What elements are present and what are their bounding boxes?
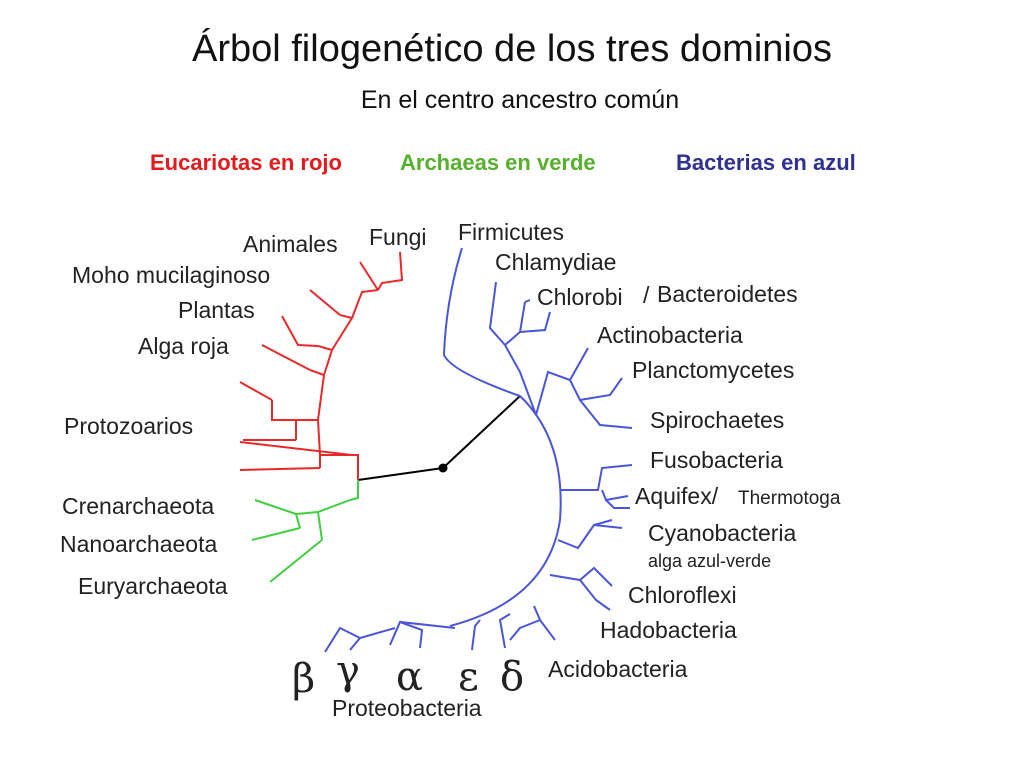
label-epsilon: ε: [458, 654, 479, 700]
label-moho-mucilaginoso: Moho mucilaginoso: [72, 262, 270, 288]
arc-node-a: [316, 499, 351, 541]
label-delta: δ: [500, 654, 524, 700]
euk-node-c: [309, 369, 326, 421]
bac-branch-spirochaetes: [579, 399, 633, 429]
label-plantas: Plantas: [178, 297, 255, 323]
bac-branch-aquifex: [601, 489, 629, 502]
root-to-bacteria-branch: [442, 395, 521, 469]
label-cyanobacteria: Cyanobacteria: [648, 520, 797, 546]
label-alpha: α: [396, 654, 423, 700]
legend-archaea: Archaeas en verde: [400, 150, 596, 175]
label-fusobacteria: Fusobacteria: [650, 447, 783, 473]
bac-branch-epsilon: [471, 619, 481, 651]
label-euryarchaeota: Euryarchaeota: [78, 573, 228, 599]
bacteria-branches: [324, 247, 633, 653]
label-alga-roja: Alga roja: [138, 333, 229, 359]
label-gamma: γ: [336, 648, 360, 694]
euk-branch-protozoa-d: [271, 400, 296, 421]
bac-node-upper: [504, 344, 537, 416]
label-animales: Animales: [243, 231, 338, 257]
label-slash: /: [643, 282, 650, 308]
bac-branch-hadobacteria: [579, 579, 611, 611]
bac-node-cyano: [557, 519, 613, 550]
archaea-labels: Crenarchaeota Nanoarchaeota Euryarchaeot…: [60, 493, 228, 599]
euk-branch-protozoa-a: [239, 441, 353, 456]
archaea-branches: [251, 480, 359, 583]
bacteria-labels: Firmicutes Chlamydiae Chlorobi / Bactero…: [332, 219, 841, 721]
euk-node-d: [317, 345, 334, 376]
label-aquifex: Aquifex/: [635, 483, 719, 509]
euk-node-f: [351, 289, 379, 319]
root-branches: [357, 395, 521, 481]
label-actinobacteria: Actinobacteria: [597, 322, 743, 348]
euk-branch-red-alga: [261, 344, 311, 371]
label-planctomycetes: Planctomycetes: [632, 357, 794, 383]
euk-node-b: [295, 419, 321, 456]
label-acidobacteria: Acidobacteria: [548, 656, 688, 682]
bac-branch-chlamydiae: [488, 281, 506, 346]
bac-node-actino: [535, 370, 571, 416]
page-subtitle: En el centro ancestro común: [360, 86, 680, 114]
euk-branch-protozoa-e: [239, 381, 273, 401]
label-thermotoga: Thermotoga: [738, 488, 841, 509]
bac-branch-actinobacteria: [569, 347, 589, 381]
bac-branch-thermotoga: [605, 499, 630, 509]
label-bacteroidetes: Bacteroidetes: [657, 281, 798, 307]
euk-branch-animals: [359, 261, 379, 291]
bac-branch-acidobacteria-b: [539, 619, 556, 641]
euk-node-e: [331, 314, 354, 351]
label-protozoarios: Protozoarios: [64, 413, 193, 439]
bac-branch-gamma: [349, 627, 396, 651]
eukaryote-labels: Animales Fungi Moho mucilaginoso Plantas…: [64, 224, 427, 439]
label-cyano-note: alga azul-verde: [648, 551, 771, 571]
arc-branch-euryarchaeota: [269, 539, 323, 583]
bac-main-arc-upper: [519, 395, 562, 521]
bac-main-arc-lower: [449, 519, 561, 627]
bac-branch-chlorobi: [524, 299, 531, 303]
bac-branch-beta: [324, 626, 361, 653]
label-firmicutes: Firmicutes: [458, 219, 564, 245]
bac-firmicutes: [442, 247, 521, 397]
legend-bacteria: Bacterias en azul: [676, 150, 856, 175]
euk-branch-plants: [281, 315, 319, 347]
bac-branch-bacteroidetes: [519, 311, 551, 333]
bac-branch-alpha: [399, 621, 424, 649]
bac-branch-delta: [498, 613, 511, 649]
legend-eukaryotes: Eucariotas en rojo: [150, 150, 342, 175]
eukaryote-branches: [239, 251, 404, 480]
arc-node-b: [294, 511, 319, 529]
label-spirochaetes: Spirochaetes: [650, 407, 784, 433]
label-chlamydiae: Chlamydiae: [495, 249, 616, 275]
bac-node-fuso: [560, 464, 633, 491]
common-ancestor-node: [438, 463, 448, 473]
label-chlorobi: Chlorobi: [537, 284, 623, 310]
arc-stem: [349, 480, 359, 501]
label-fungi: Fungi: [369, 224, 427, 250]
euk-branch-protozoa-b: [239, 467, 321, 471]
proteobacteria-class-labels: β γ α ε δ: [292, 648, 524, 702]
euk-stem: [352, 454, 359, 480]
label-crenarchaeota: Crenarchaeota: [62, 493, 214, 519]
euk-branch-fungi: [377, 251, 404, 291]
arc-branch-nanoarchaeota: [251, 527, 301, 541]
bac-branch-cyanobacteria: [593, 524, 623, 529]
label-chloroflexi: Chloroflexi: [628, 582, 737, 608]
label-proteobacteria: Proteobacteria: [332, 695, 482, 721]
bac-node-chloroflexi: [549, 566, 613, 587]
label-nanoarchaeota: Nanoarchaeota: [60, 531, 217, 557]
arc-branch-crenarchaeota: [254, 499, 297, 515]
euk-node-a: [319, 454, 352, 468]
bac-branch-planctomycetes: [569, 377, 623, 402]
bac-node-chlorobi: [504, 301, 526, 346]
bac-branch-acidobacteria-a: [509, 605, 542, 641]
euk-branch-slime-mold: [309, 289, 341, 316]
label-hadobacteria: Hadobacteria: [600, 617, 737, 643]
page-title: Árbol filogenético de los tres dominios: [191, 28, 832, 70]
root-to-left-branch: [357, 467, 444, 481]
label-beta: β: [292, 656, 315, 702]
